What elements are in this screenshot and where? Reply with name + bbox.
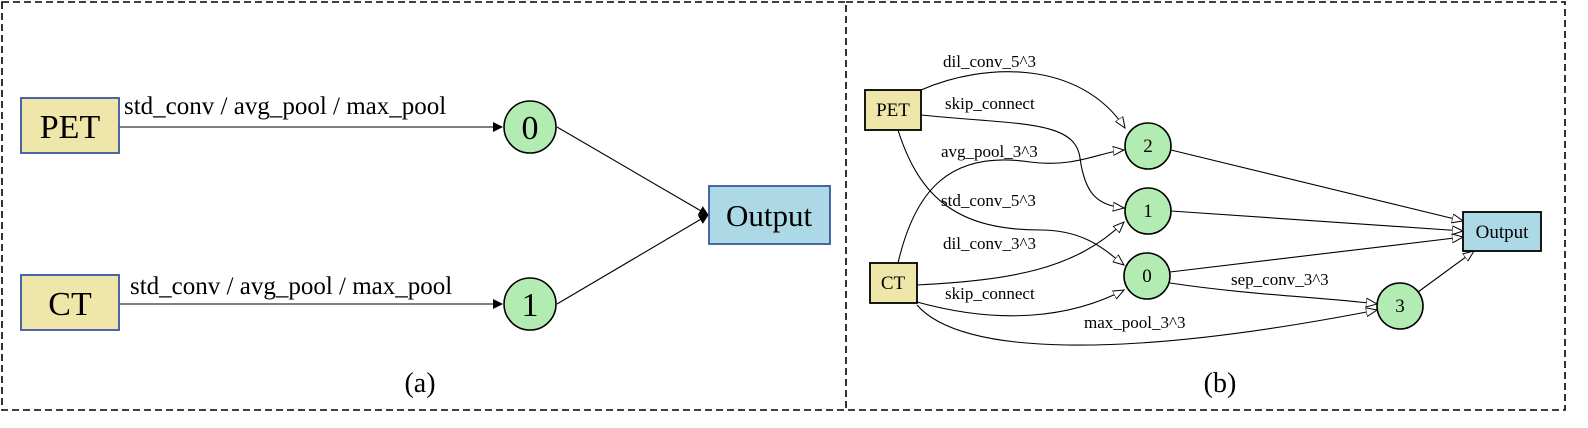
- node-b-ct: CT: [869, 262, 918, 304]
- edge-b-pet-to-2: [920, 71, 1125, 128]
- edge-label-b-0-to-3: sep_conv_3^3: [1231, 270, 1329, 289]
- node-a-1-label: 1: [522, 287, 539, 324]
- node-b-output: Output: [1462, 211, 1542, 252]
- edge-b-ct-to-2: [897, 150, 1124, 264]
- edge-label-a-pet-to-0: std_conv / avg_pool / max_pool: [124, 93, 446, 120]
- node-a-output: Output: [708, 185, 831, 245]
- node-b-0: 0: [1123, 252, 1171, 300]
- node-a-1: 1: [503, 277, 557, 331]
- panel-a-frame: [1, 1, 847, 411]
- node-a-ct: CT: [20, 274, 120, 331]
- panel-a: std_conv / avg_pool / max_pool std_conv …: [1, 1, 847, 411]
- edge-b-ct-to-1: [916, 222, 1124, 286]
- node-b-pet: PET: [864, 89, 922, 131]
- node-b-pet-label: PET: [876, 100, 910, 121]
- edge-b-pet-to-1: [920, 114, 1124, 208]
- node-b-0-label: 0: [1142, 266, 1152, 287]
- node-b-output-label: Output: [1476, 222, 1530, 243]
- edge-label-b-ct-to-0: skip_connect: [945, 284, 1035, 303]
- edge-b-2-to-output: [1170, 149, 1463, 221]
- node-a-0: 0: [503, 100, 557, 154]
- node-b-3-label: 3: [1395, 296, 1405, 317]
- node-a-0-label: 0: [522, 110, 539, 147]
- node-a-pet: PET: [20, 97, 120, 154]
- edge-label-b-ct-to-3: max_pool_3^3: [1084, 313, 1185, 332]
- node-b-1: 1: [1124, 187, 1172, 235]
- node-b-ct-label: CT: [881, 273, 906, 294]
- panel-b-frame-outline: [846, 1, 1566, 411]
- edge-b-ct-to-3: [916, 304, 1377, 346]
- panel-b: dil_conv_5^3 skip_connect avg_pool_3^3 s…: [846, 1, 1566, 411]
- edge-b-0-to-3: [1169, 282, 1377, 304]
- panel-a-caption: (a): [404, 368, 435, 399]
- edge-b-ct-to-0: [916, 290, 1124, 317]
- edge-b-1-to-output: [1170, 210, 1463, 231]
- edge-a-0-to-output: [556, 126, 709, 216]
- node-a-output-label: Output: [726, 198, 813, 233]
- edge-b-0-to-output: [1169, 237, 1463, 273]
- edge-label-a-ct-to-1: std_conv / avg_pool / max_pool: [130, 273, 452, 300]
- edge-label-b-ct-to-1: dil_conv_3^3: [943, 234, 1036, 253]
- edge-b-pet-to-0: [897, 129, 1124, 265]
- edge-label-b-ct-to-2: avg_pool_3^3: [941, 142, 1038, 161]
- node-a-pet-label: PET: [40, 109, 101, 146]
- edge-a-1-to-output: [556, 214, 709, 305]
- edge-label-b-pet-to-2: dil_conv_5^3: [943, 52, 1036, 71]
- node-b-1-label: 1: [1143, 201, 1153, 222]
- node-a-ct-label: CT: [48, 286, 92, 323]
- edge-label-b-pet-to-0: std_conv_5^3: [941, 191, 1036, 210]
- panel-b-caption: (b): [1204, 368, 1237, 399]
- edge-label-b-pet-to-1: skip_connect: [945, 94, 1035, 113]
- node-b-2: 2: [1124, 122, 1172, 170]
- node-b-3: 3: [1376, 282, 1424, 330]
- edge-b-3-to-output: [1417, 251, 1474, 293]
- node-b-2-label: 2: [1143, 136, 1153, 157]
